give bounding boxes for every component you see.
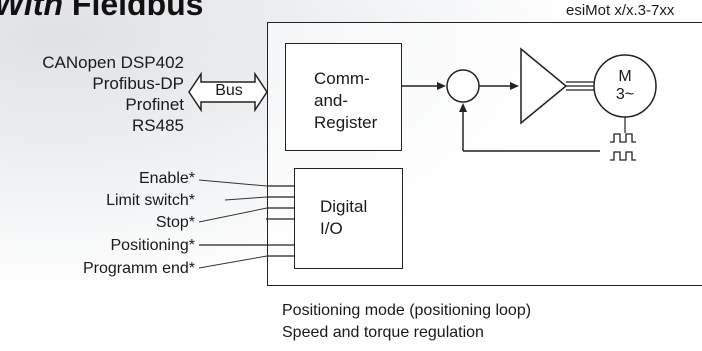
protocol-profinet: Profinet <box>125 95 184 114</box>
signal-stop: Stop* <box>155 214 195 231</box>
arrow-head-amplifier <box>510 82 519 90</box>
signal-positioning: Positioning* <box>110 237 196 254</box>
encoder-pulse-top <box>610 133 636 143</box>
protocol-canopen: CANopen DSP402 <box>42 53 184 72</box>
signal-programm-end: Programm end* <box>82 260 195 277</box>
caption: Positioning mode (positioning loop) Spee… <box>282 300 531 344</box>
bus-double-arrow <box>188 71 268 113</box>
limit-switch-lead <box>224 196 268 201</box>
bus-protocol-list: CANopen DSP402 Profibus-DP Profinet RS48… <box>0 52 184 136</box>
digital-io-block <box>294 168 403 269</box>
programm-end-lead <box>198 255 268 269</box>
caption-line-2: Speed and torque regulation <box>282 324 484 341</box>
model-label: esiMot x/x.3-7xx <box>566 2 675 19</box>
arrow-head-feedback <box>459 103 467 112</box>
page-title: With Fieldbus <box>0 0 204 22</box>
protocol-profibus: Profibus-DP <box>92 74 184 93</box>
signal-limit-switch: Limit switch* <box>106 192 195 209</box>
encoder-pulse-bottom <box>610 151 636 161</box>
signal-enable: Enable* <box>138 170 195 187</box>
digital-io-label: Digital I/O <box>320 197 368 238</box>
comm-register-block <box>285 43 402 151</box>
amplifier-triangle <box>520 47 568 125</box>
bus-label: Bus <box>215 82 243 99</box>
arrow-head-summer <box>437 82 446 90</box>
summing-junction <box>446 69 480 103</box>
stop-lead <box>198 207 268 223</box>
protocol-rs485: RS485 <box>132 116 184 135</box>
motor-label: M 3~ <box>615 68 635 103</box>
caption-line-1: Positioning mode (positioning loop) <box>282 302 532 319</box>
enable-lead <box>198 179 268 187</box>
comm-register-label: Comm- and- Register <box>314 69 378 132</box>
